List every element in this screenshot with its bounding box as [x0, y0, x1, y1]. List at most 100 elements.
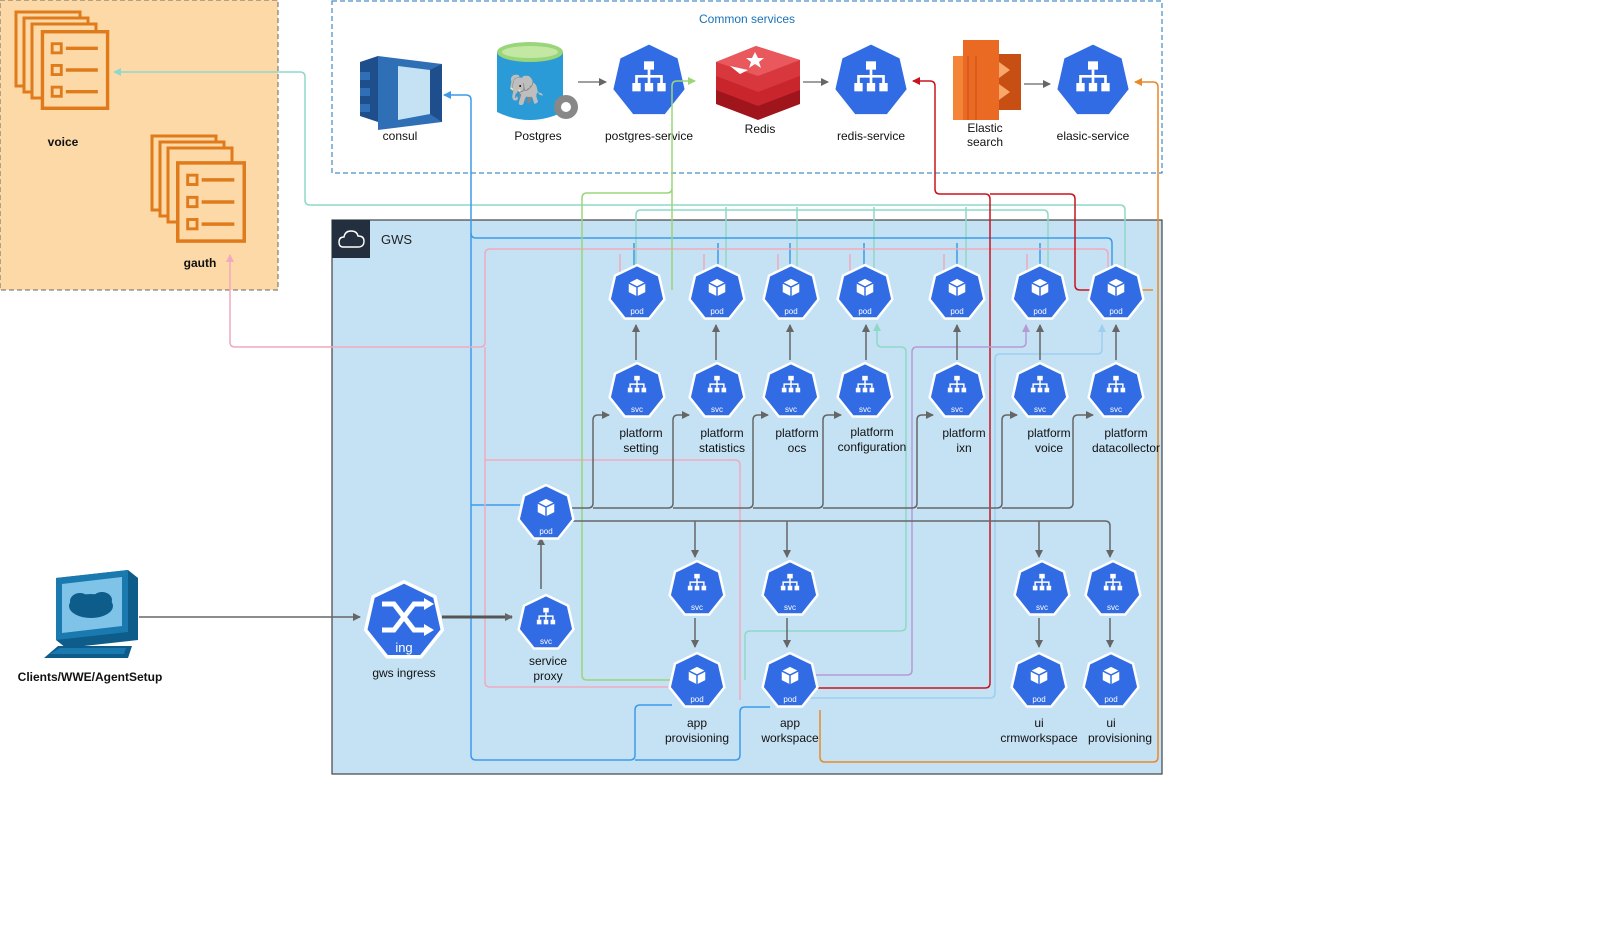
- platform-ixn-label-line2: ixn: [956, 441, 971, 455]
- ui-provisioning-label-line2: provisioning: [1088, 731, 1152, 745]
- ui-crmworkspace-label-line2: crmworkspace: [1000, 731, 1078, 745]
- svg-text:pod: pod: [630, 307, 643, 316]
- platform-datacollector-label-line2: datacollector: [1092, 441, 1160, 455]
- elastic-search-icon: [953, 40, 1021, 120]
- redis-icon: [716, 46, 800, 120]
- postgres-service-icon: [609, 41, 689, 118]
- platform-ixn-label-line1: platform: [942, 426, 985, 440]
- svg-text:ing: ing: [395, 640, 412, 655]
- platform-statistics-label-line1: platform: [700, 426, 743, 440]
- elastic-label-line2: search: [967, 135, 1003, 149]
- svg-text:svc: svc: [540, 637, 552, 646]
- platform-setting-label-line2: setting: [623, 441, 658, 455]
- gws-title: GWS: [381, 232, 412, 247]
- common-services-title: Common services: [699, 12, 795, 26]
- ui-provisioning-svc-icon: svc: [1084, 559, 1142, 616]
- svg-text:pod: pod: [858, 307, 871, 316]
- svg-text:svc: svc: [1107, 603, 1119, 612]
- common-services-group: Common services consul 🐘 Postgres: [331, 0, 1163, 174]
- svg-text:svc: svc: [784, 603, 796, 612]
- elastic-service-label: elasic-service: [1057, 129, 1130, 143]
- ui-provisioning-label-line1: ui: [1106, 716, 1115, 730]
- svg-text:svc: svc: [951, 405, 963, 414]
- platform-datacollector-label-line1: platform: [1104, 426, 1147, 440]
- service-proxy-svc-icon: svc: [517, 593, 575, 650]
- platform-statistics-label-line2: statistics: [699, 441, 745, 455]
- svg-text:pod: pod: [1033, 307, 1046, 316]
- svg-text:pod: pod: [710, 307, 723, 316]
- postgres-icon: 🐘: [497, 42, 578, 120]
- platform-voice-pod-icon: pod: [1011, 263, 1069, 320]
- svg-text:pod: pod: [539, 527, 552, 536]
- app-provisioning-label-line2: provisioning: [665, 731, 729, 745]
- postgres-label: Postgres: [514, 129, 561, 143]
- svg-text:pod: pod: [1109, 307, 1122, 316]
- app-workspace-label-line2: workspace: [760, 731, 819, 745]
- external-services-group: voice gauth: [0, 0, 279, 291]
- app-workspace-pod-icon: pod: [761, 651, 819, 708]
- connectors: [113, 68, 1159, 763]
- elastic-service-icon: [1053, 41, 1133, 118]
- svg-text:pod: pod: [690, 695, 703, 704]
- platform-ixn-svc-icon: svc: [928, 361, 986, 418]
- redis-label: Redis: [745, 122, 776, 136]
- svg-text:pod: pod: [784, 307, 797, 316]
- svg-text:svc: svc: [785, 405, 797, 414]
- svg-text:svc: svc: [1110, 405, 1122, 414]
- app-provisioning-label-line1: app: [687, 716, 707, 730]
- service-proxy-label-line2: proxy: [533, 669, 562, 683]
- service-proxy-label-line1: service: [529, 654, 567, 668]
- elastic-label-line1: Elastic: [967, 121, 1002, 135]
- svg-text:svc: svc: [1034, 405, 1046, 414]
- platform-configuration-label-line2: configuration: [838, 440, 907, 454]
- gws-ingress-icon: ing: [363, 580, 445, 659]
- platform-datacollector-pod-icon: pod: [1087, 263, 1145, 320]
- client-workstation-icon: [44, 570, 138, 658]
- gws-ingress-label: gws ingress: [372, 666, 435, 680]
- svg-text:pod: pod: [950, 307, 963, 316]
- platform-configuration-pod-icon: pod: [836, 263, 894, 320]
- ui-crmworkspace-label-line1: ui: [1034, 716, 1043, 730]
- platform-setting-pod-icon: pod: [608, 263, 666, 320]
- ui-crmworkspace-svc-icon: svc: [1013, 559, 1071, 616]
- consul-label: consul: [383, 129, 418, 143]
- consul-icon: [360, 56, 442, 130]
- postgres-service-label: postgres-service: [605, 129, 693, 143]
- platform-configuration-label-line1: platform: [850, 425, 893, 439]
- platform-ocs-label-line2: ocs: [788, 441, 807, 455]
- app-provisioning-svc-icon: svc: [668, 559, 726, 616]
- platform-statistics-svc-icon: svc: [688, 361, 746, 418]
- platform-setting-label-line1: platform: [619, 426, 662, 440]
- platform-ocs-pod-icon: pod: [762, 263, 820, 320]
- platform-voice-label-line1: platform: [1027, 426, 1070, 440]
- ui-provisioning-pod-icon: pod: [1082, 651, 1140, 708]
- client-label: Clients/WWE/AgentSetup: [18, 670, 163, 684]
- redis-service-icon: [831, 41, 911, 118]
- ui-crmworkspace-pod-icon: pod: [1010, 651, 1068, 708]
- service-proxy-pod-icon: pod: [517, 483, 575, 540]
- platform-configuration-svc-icon: svc: [836, 361, 894, 418]
- svg-text:🐘: 🐘: [508, 73, 545, 107]
- platform-ixn-pod-icon: pod: [928, 263, 986, 320]
- platform-setting-svc-icon: svc: [608, 361, 666, 418]
- svg-text:svc: svc: [631, 405, 643, 414]
- svg-text:svc: svc: [1036, 603, 1048, 612]
- svg-text:svc: svc: [859, 405, 871, 414]
- app-workspace-label-line1: app: [780, 716, 800, 730]
- platform-ocs-label-line1: platform: [775, 426, 818, 440]
- platform-ocs-svc-icon: svc: [762, 361, 820, 418]
- svg-text:pod: pod: [783, 695, 796, 704]
- svg-text:svc: svc: [711, 405, 723, 414]
- app-provisioning-pod-icon: pod: [668, 651, 726, 708]
- platform-services: svc platform setting svc platform statis…: [608, 361, 1160, 455]
- cloud-icon: [338, 230, 365, 248]
- platform-voice-svc-icon: svc: [1011, 361, 1069, 418]
- svg-text:svc: svc: [691, 603, 703, 612]
- gauth-stack-icon: [150, 134, 244, 241]
- app-workspace-svc-icon: svc: [761, 559, 819, 616]
- voice-label: voice: [48, 135, 79, 149]
- voice-stack-icon: [14, 10, 110, 110]
- svg-text:pod: pod: [1032, 695, 1045, 704]
- svg-text:pod: pod: [1104, 695, 1117, 704]
